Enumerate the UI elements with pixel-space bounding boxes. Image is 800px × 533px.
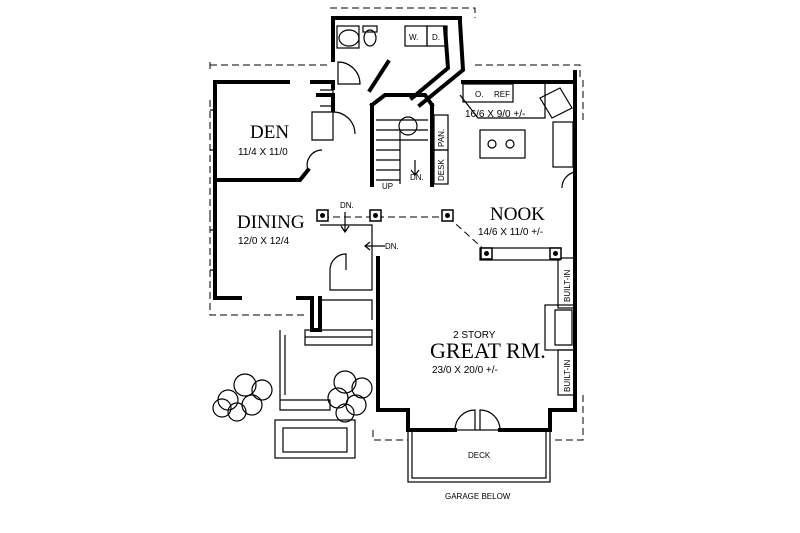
walls [213, 16, 577, 432]
great-room-label: GREAT RM. [430, 338, 546, 363]
dining-down-top-label: DN. [340, 201, 354, 210]
nook-label: NOOK [490, 204, 545, 225]
roof-overhang-lines [209, 7, 584, 441]
interior-details [210, 25, 576, 483]
built-in-upper-label: BUILT-IN [563, 269, 572, 302]
dining-label: DINING [237, 212, 305, 233]
desk-label: DESK [437, 159, 446, 181]
stair-down-label: DN. [410, 173, 424, 182]
dining-dimensions: 12/0 X 12/4 [238, 236, 290, 247]
oven-label: O. [475, 90, 483, 99]
refrigerator-label: REF [494, 90, 510, 99]
shrubs-left [212, 373, 273, 422]
pantry-label: PAN. [437, 129, 446, 147]
posts [316, 209, 562, 260]
built-in-lower-label: BUILT-IN [563, 359, 572, 392]
garage-label: GARAGE BELOW [445, 492, 511, 501]
kitchen-dimensions: 16/6 X 9/0 +/- [465, 109, 525, 120]
den-label: DEN [250, 122, 289, 143]
great-room-dimensions: 23/0 X 20/0 +/- [432, 365, 498, 376]
shrubs-right [327, 370, 373, 423]
stair-up-label: UP [382, 182, 393, 191]
great-room-subtitle: 2 STORY [453, 330, 496, 341]
den-dimensions: 11/4 X 11/0 [238, 147, 288, 158]
dryer-label: D. [432, 33, 440, 42]
washer-label: W. [409, 33, 418, 42]
nook-dimensions: 14/6 X 11/0 +/- [478, 227, 543, 238]
deck-label: DECK [468, 451, 491, 460]
dining-down-right-label: DN. [385, 242, 399, 251]
